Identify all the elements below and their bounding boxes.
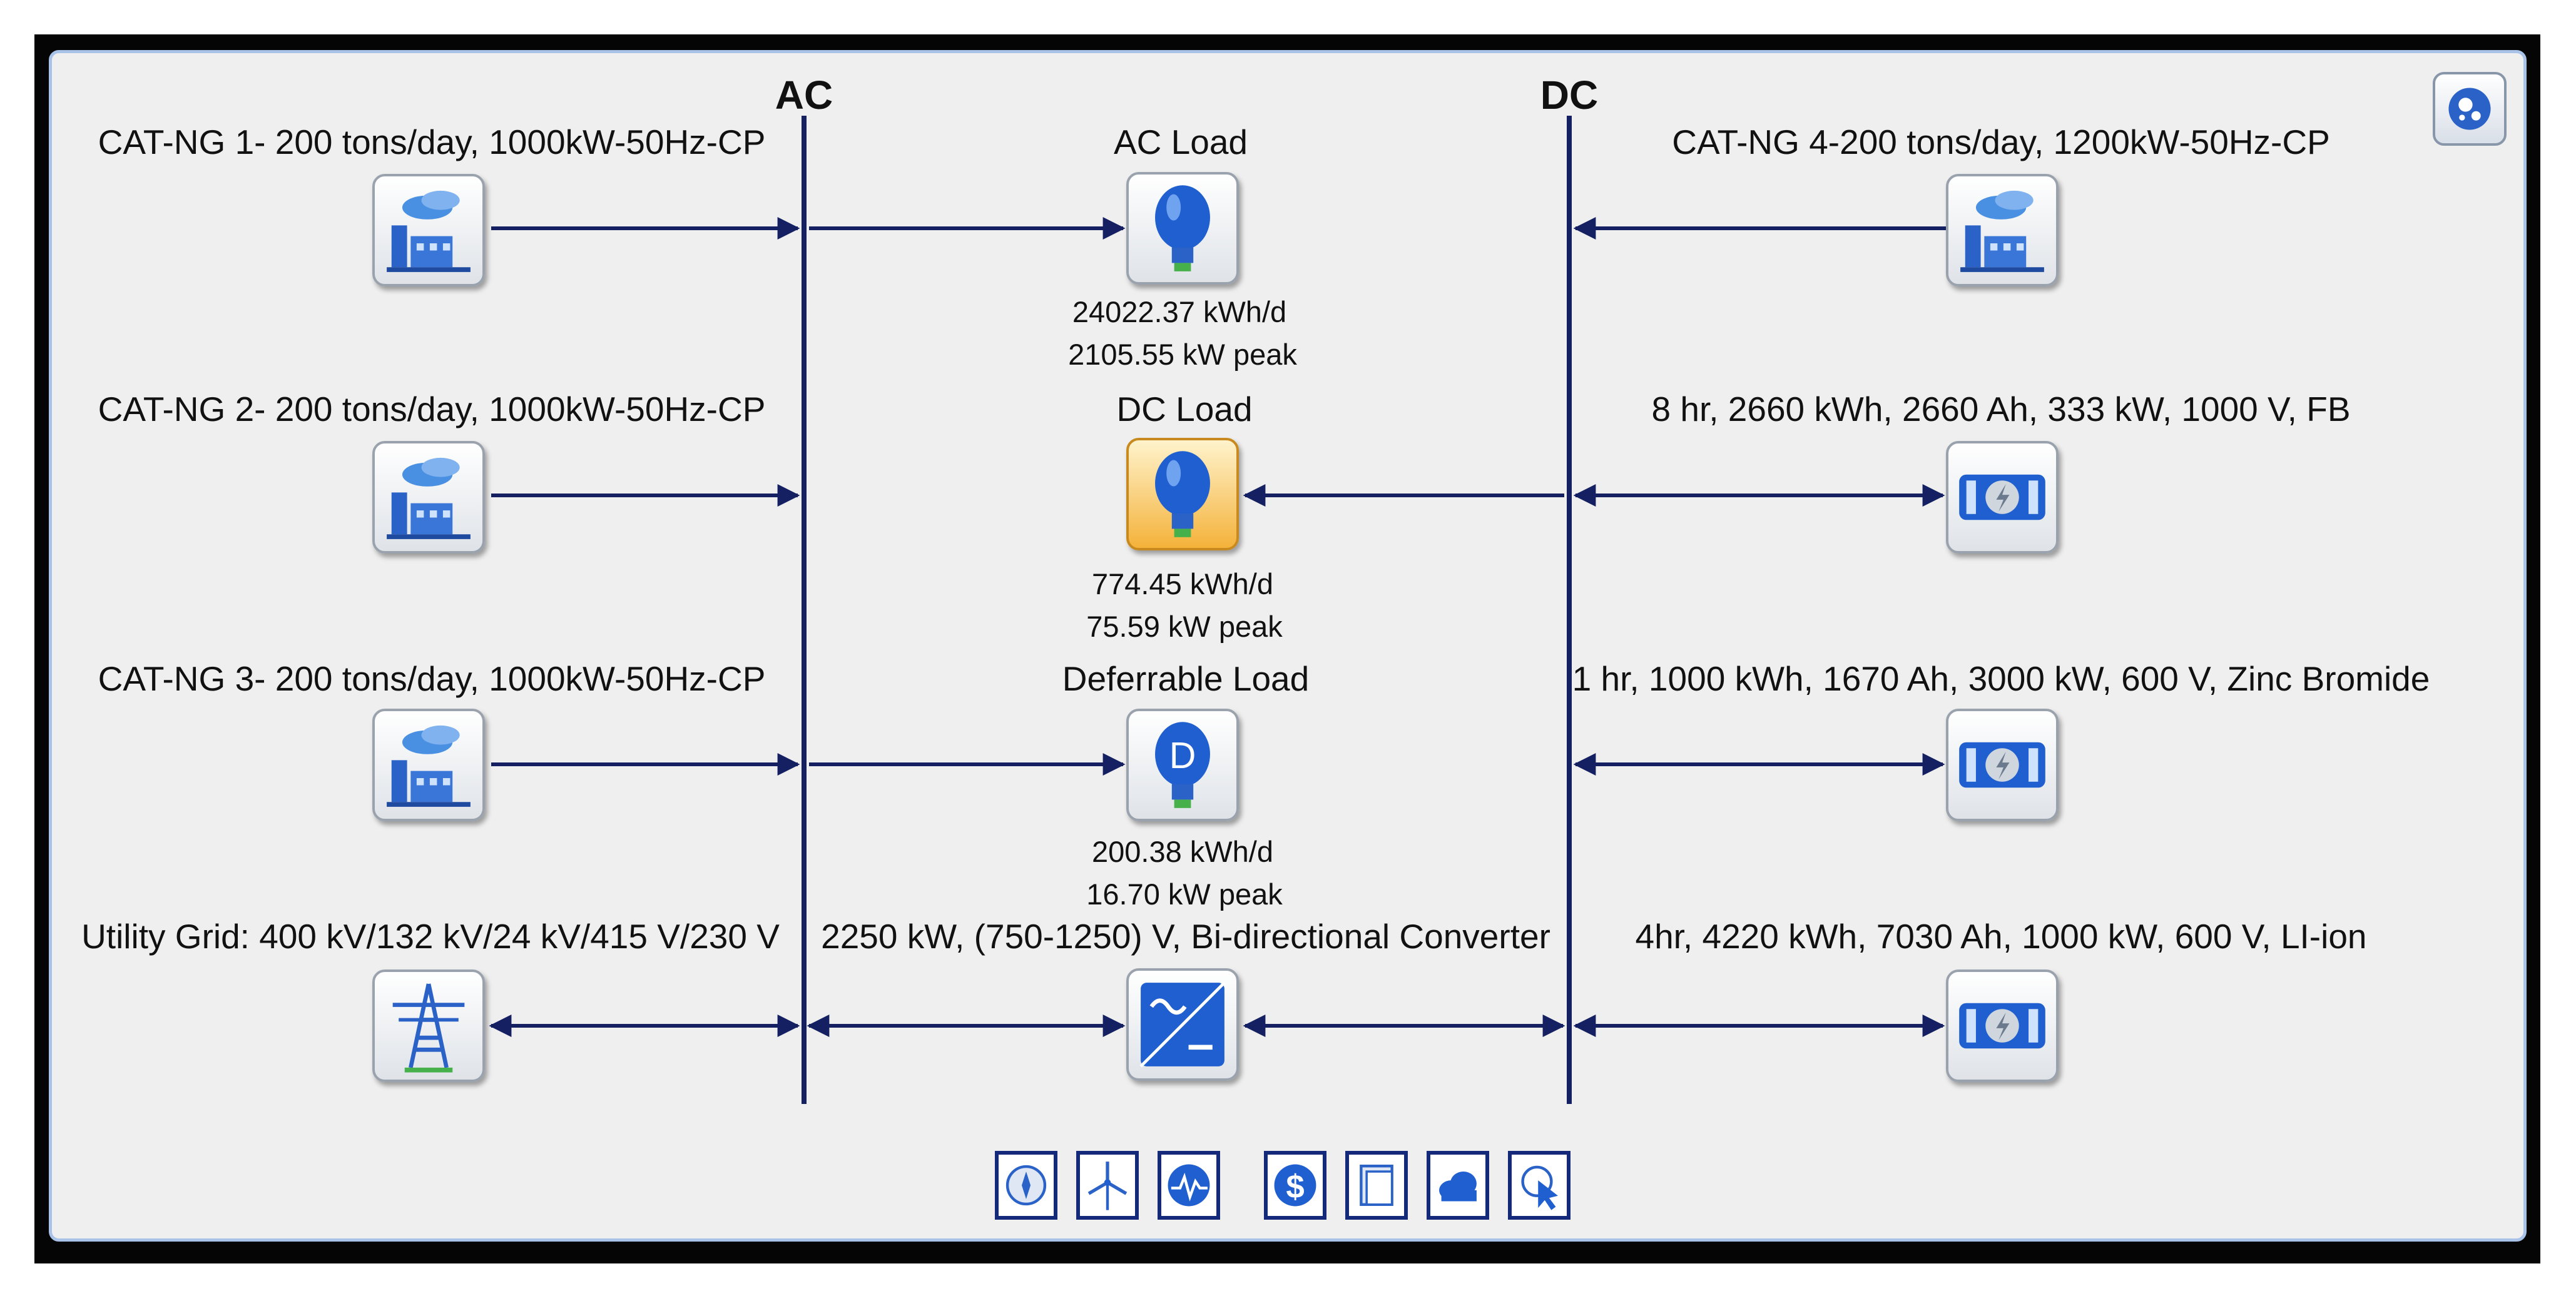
compass-icon xyxy=(1005,1165,1047,1206)
converter-component[interactable] xyxy=(1126,968,1239,1081)
dollar-icon: $ xyxy=(1274,1164,1316,1207)
storage3-label: 4hr, 4220 kWh, 7030 Ah, 1000 kW, 600 V, … xyxy=(1635,917,2367,956)
gen4-component[interactable] xyxy=(1946,174,2059,286)
svg-text:$: $ xyxy=(1286,1168,1304,1205)
dc-load-label: DC Load xyxy=(1116,390,1253,428)
deferrable-load-peak: 16.70 kW peak xyxy=(1086,878,1283,911)
layers-icon xyxy=(1360,1165,1393,1206)
grid-component[interactable] xyxy=(372,969,485,1082)
gen3-label: CAT-NG 3- 200 tons/day, 1000kW-50Hz-CP xyxy=(98,659,766,698)
storage3-component[interactable] xyxy=(1946,969,2059,1082)
gen2-label: CAT-NG 2- 200 tons/day, 1000kW-50Hz-CP xyxy=(98,390,766,428)
ac-load-energy: 24022.37 kWh/d xyxy=(1072,295,1287,328)
dc-load-energy: 774.45 kWh/d xyxy=(1091,567,1274,600)
toolbar-layers-button[interactable] xyxy=(1345,1151,1408,1220)
battery-storage-icon xyxy=(1959,474,2045,520)
battery-storage-icon xyxy=(1959,742,2045,788)
gen2-component[interactable] xyxy=(372,441,485,554)
toolbar-wave-button[interactable] xyxy=(1158,1151,1220,1220)
storage1-component[interactable] xyxy=(1946,441,2059,554)
gen3-component[interactable] xyxy=(372,709,485,821)
storage1-label: 8 hr, 2660 kWh, 2660 Ah, 333 kW, 1000 V,… xyxy=(1651,390,2351,428)
deferrable-load-label: Deferrable Load xyxy=(1062,659,1310,698)
toolbar-weather-button[interactable] xyxy=(1427,1151,1489,1220)
gen1-component[interactable] xyxy=(372,174,485,286)
storage2-component[interactable] xyxy=(1946,709,2059,821)
storage2-label: 1 hr, 1000 kWh, 1670 Ah, 3000 kW, 600 V,… xyxy=(1572,659,2430,698)
dc-load-component[interactable] xyxy=(1126,438,1239,550)
grid-label: Utility Grid: 400 kV/132 kV/24 kV/415 V/… xyxy=(81,917,780,956)
globe-icon xyxy=(2448,88,2491,130)
toolbar-compass-button[interactable] xyxy=(995,1151,1057,1220)
cursor-icon xyxy=(1521,1165,1558,1210)
deferrable-load-energy: 200.38 kWh/d xyxy=(1091,835,1274,868)
cloud-icon xyxy=(1439,1172,1477,1202)
battery-storage-icon xyxy=(1959,1003,2045,1049)
toolbar-cursor-button[interactable] xyxy=(1508,1151,1571,1220)
ac-load-component[interactable] xyxy=(1126,172,1239,285)
converter-icon xyxy=(1139,981,1226,1068)
dc-load-peak: 75.59 kW peak xyxy=(1086,610,1283,643)
svg-text:D: D xyxy=(1169,734,1196,776)
ac-bus-label: AC xyxy=(775,73,833,118)
dc-bus-label: DC xyxy=(1540,73,1599,118)
gen1-label: CAT-NG 1- 200 tons/day, 1000kW-50Hz-CP xyxy=(98,123,766,161)
deferrable-bulb-icon: D xyxy=(1155,722,1210,808)
lightbulb-icon xyxy=(1155,185,1210,271)
generator-plant-icon xyxy=(387,190,471,272)
ac-load-peak: 2105.55 kW peak xyxy=(1068,338,1297,371)
generator-plant-icon xyxy=(387,457,471,539)
wind-turbine-icon xyxy=(1087,1162,1128,1210)
ac-load-label: AC Load xyxy=(1113,123,1248,161)
lightbulb-icon xyxy=(1155,451,1210,537)
view-toggle-button[interactable] xyxy=(2433,72,2507,146)
deferrable-load-component[interactable]: D xyxy=(1126,709,1239,821)
gen4-label: CAT-NG 4-200 tons/day, 1200kW-50Hz-CP xyxy=(1672,123,2330,161)
transmission-tower-icon xyxy=(392,983,465,1073)
generator-plant-icon xyxy=(1960,190,2044,272)
toolbar-economics-button[interactable]: $ xyxy=(1264,1151,1326,1220)
toolbar-wind-button[interactable] xyxy=(1076,1151,1139,1220)
generator-plant-icon xyxy=(387,725,471,807)
converter-label: 2250 kW, (750-1250) V, Bi-directional Co… xyxy=(821,917,1550,956)
waveform-icon xyxy=(1168,1164,1210,1207)
